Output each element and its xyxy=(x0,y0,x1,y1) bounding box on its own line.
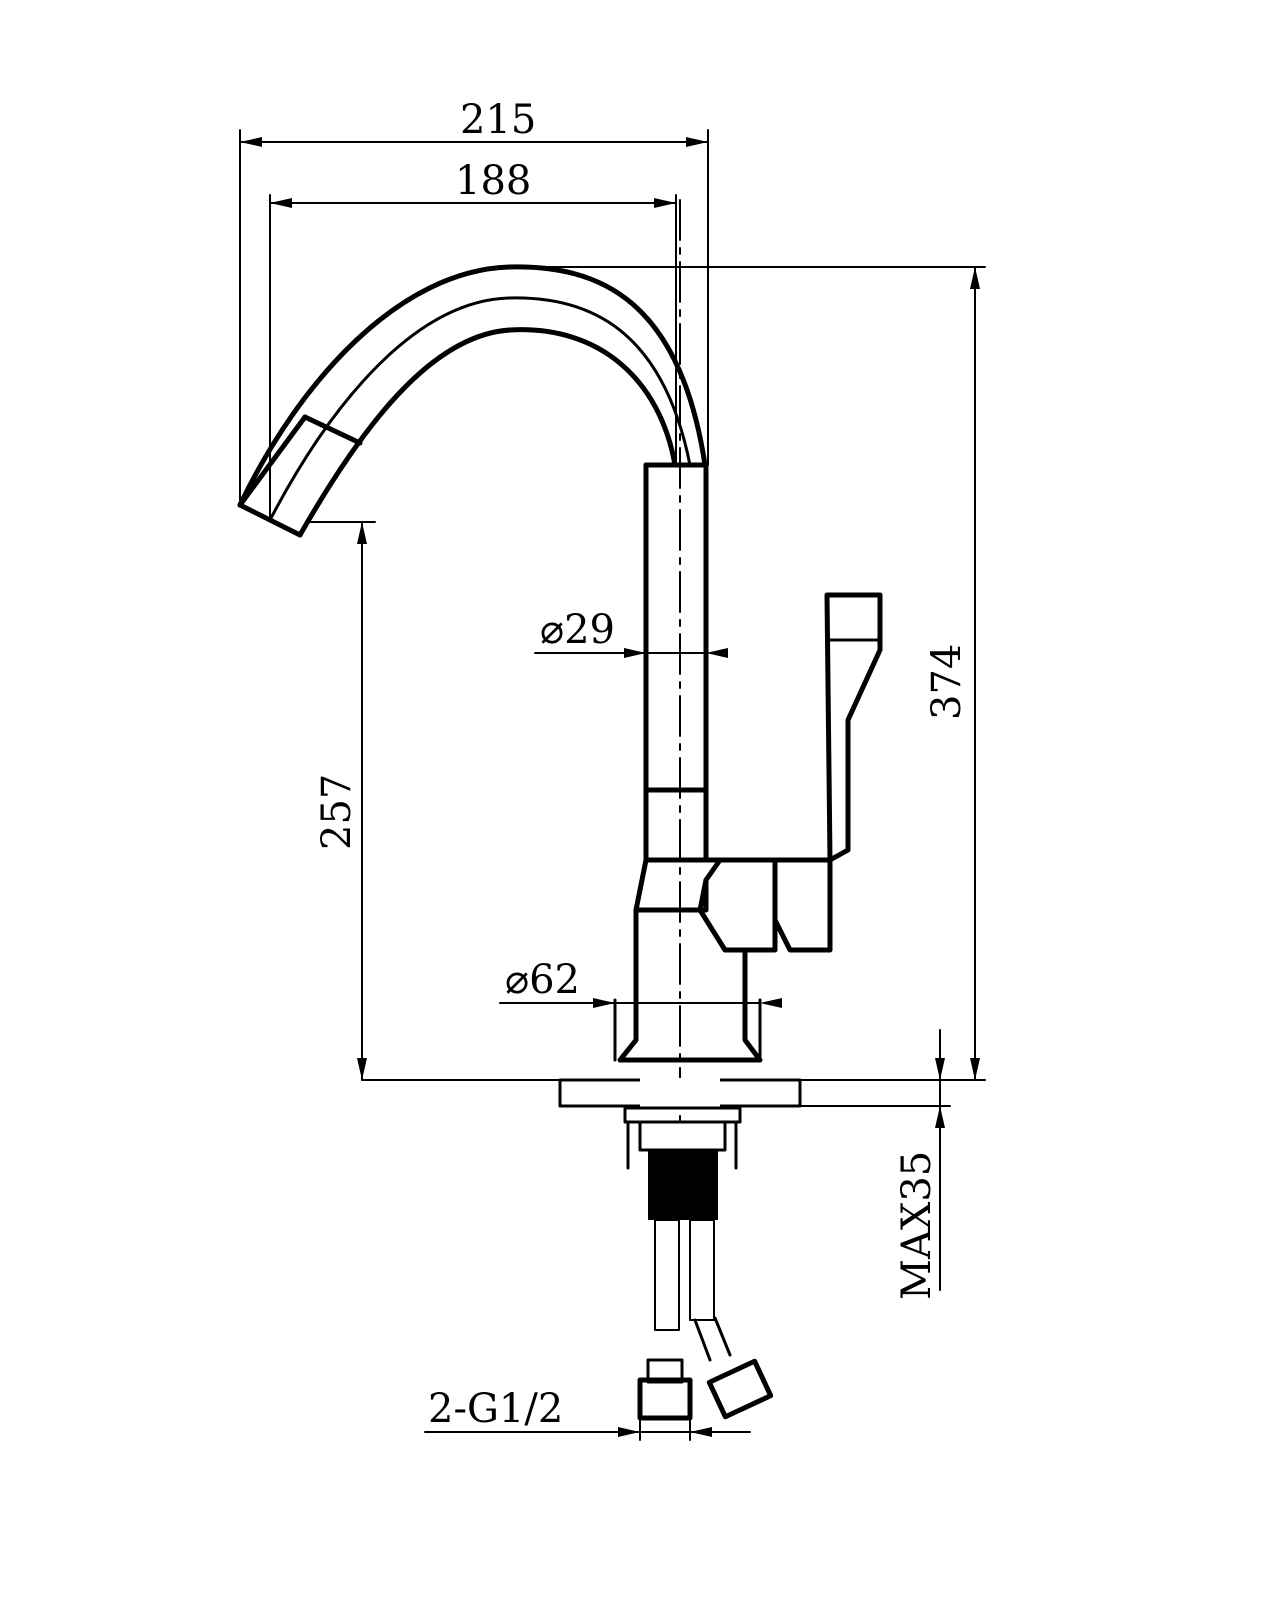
dim-deck-thickness: MAX35 xyxy=(894,1151,940,1300)
dimension-lines xyxy=(239,129,986,1441)
dim-connection: 2-G1/2 xyxy=(428,1386,563,1432)
spout-inner-arc xyxy=(297,327,678,538)
spout-centre-arc xyxy=(268,296,692,522)
dim-body-diameter: ⌀29 xyxy=(540,607,615,653)
dim-total-height: 374 xyxy=(924,644,970,720)
deck-mount xyxy=(558,1078,802,1421)
faucet-outline xyxy=(237,199,883,1121)
dim-spout-height: 257 xyxy=(314,774,360,850)
dim-base-diameter: ⌀62 xyxy=(505,957,580,1003)
dim-overall-width: 215 xyxy=(460,97,536,143)
dim-spout-reach: 188 xyxy=(455,158,531,204)
handle-lever xyxy=(824,592,883,863)
